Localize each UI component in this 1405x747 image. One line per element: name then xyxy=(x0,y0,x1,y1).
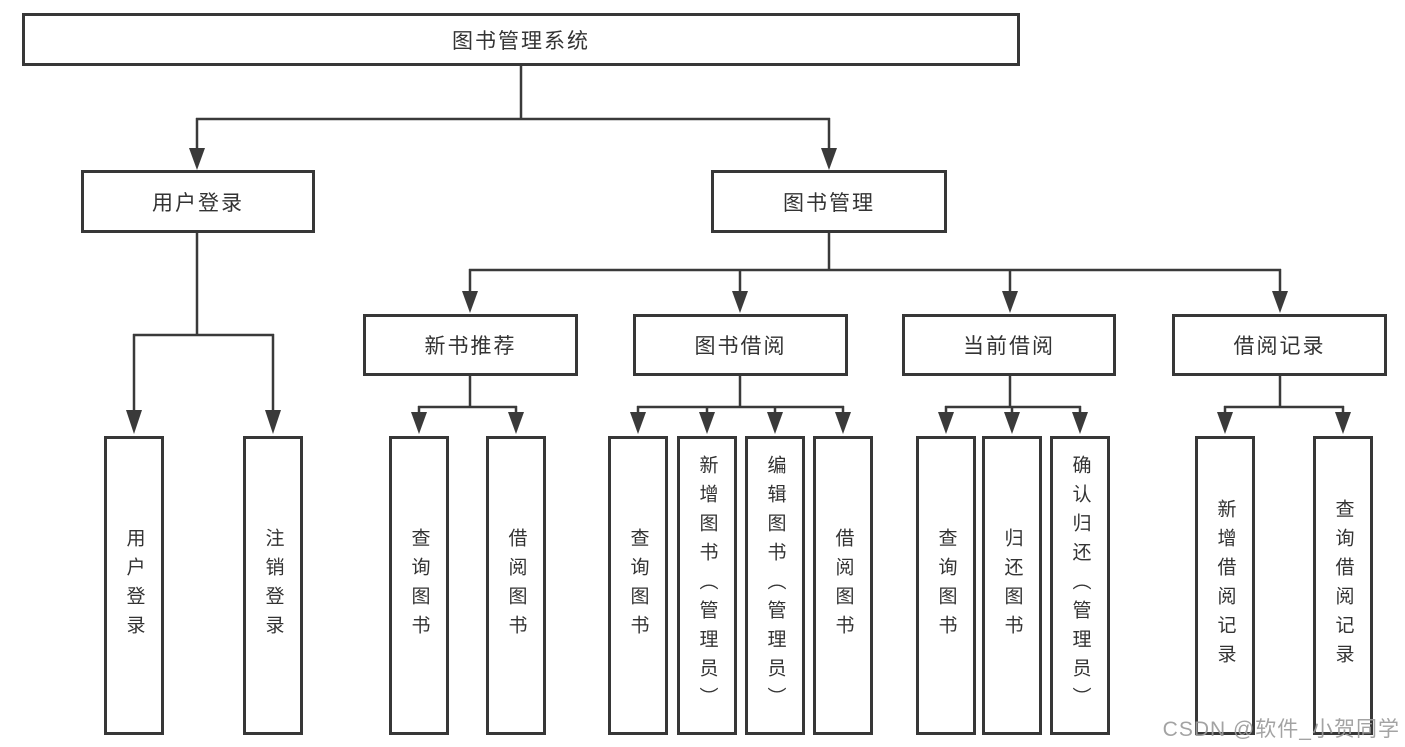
node-current-borrow: 当前借阅 xyxy=(902,314,1116,376)
connector-book-management-children xyxy=(462,233,1288,313)
leaf-edit-book-admin: 编辑图书（管理员） xyxy=(745,436,805,735)
leaf-add-borrow-record: 新增借阅记录 xyxy=(1195,436,1255,735)
leaf-label: 查询借阅记录 xyxy=(1332,498,1354,673)
leaf-label: 归还图书 xyxy=(1001,527,1023,644)
connector-root-to-level2 xyxy=(189,66,837,170)
connector-book-borrow-children xyxy=(630,375,851,434)
leaf-label: 新增借阅记录 xyxy=(1214,498,1236,673)
csdn-watermark: CSDN @软件_小贺同学 xyxy=(1162,718,1400,741)
leaf-logout: 注销登录 xyxy=(243,436,303,735)
node-root: 图书管理系统 xyxy=(22,13,1020,66)
leaf-query-books-new: 查询图书 xyxy=(389,436,449,735)
connector-borrow-records-children xyxy=(1217,375,1351,434)
node-book-management: 图书管理 xyxy=(711,170,947,233)
leaf-label: 查询图书 xyxy=(408,527,430,644)
node-book-borrow: 图书借阅 xyxy=(633,314,848,376)
leaf-label: 确认归还（管理员） xyxy=(1069,455,1091,716)
node-borrow-records: 借阅记录 xyxy=(1172,314,1387,376)
leaf-confirm-return-admin: 确认归还（管理员） xyxy=(1050,436,1110,735)
connector-current-borrow-children xyxy=(938,375,1088,434)
leaf-label: 借阅图书 xyxy=(505,527,527,644)
leaf-return-book: 归还图书 xyxy=(982,436,1042,735)
leaf-borrow-books-new: 借阅图书 xyxy=(486,436,546,735)
leaf-label: 借阅图书 xyxy=(832,527,854,644)
leaf-label: 编辑图书（管理员） xyxy=(764,455,786,716)
leaf-user-login: 用户登录 xyxy=(104,436,164,735)
leaf-label: 用户登录 xyxy=(123,527,145,644)
leaf-add-book-admin: 新增图书（管理员） xyxy=(677,436,737,735)
leaf-query-books-current: 查询图书 xyxy=(916,436,976,735)
node-new-book-recommend: 新书推荐 xyxy=(363,314,578,376)
leaf-label: 新增图书（管理员） xyxy=(696,455,718,716)
connector-new-book-children xyxy=(411,375,524,434)
leaf-borrow-books-borrow: 借阅图书 xyxy=(813,436,873,735)
leaf-label: 查询图书 xyxy=(935,527,957,644)
node-user-login: 用户登录 xyxy=(81,170,315,233)
leaf-label: 查询图书 xyxy=(627,527,649,644)
leaf-label: 注销登录 xyxy=(262,527,284,644)
leaf-query-borrow-record: 查询借阅记录 xyxy=(1313,436,1373,735)
connector-user-login-children xyxy=(126,233,281,434)
leaf-query-books-borrow: 查询图书 xyxy=(608,436,668,735)
